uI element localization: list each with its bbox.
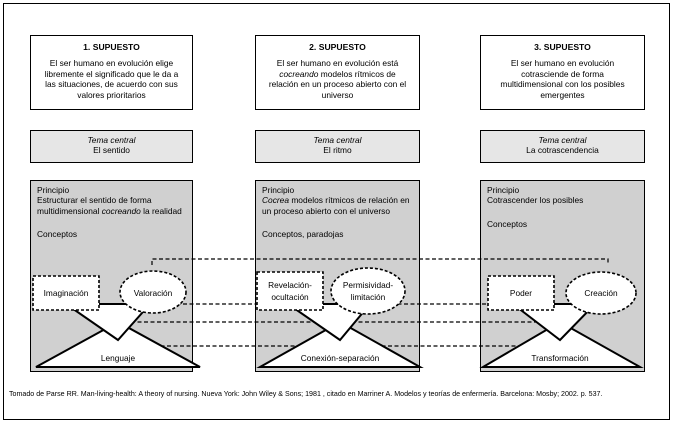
tema-2-box: Tema central El ritmo	[255, 130, 420, 163]
concept-2-left-1: Revelación-	[268, 280, 312, 290]
triangle-up-3	[479, 320, 644, 368]
concept-3-left: Poder	[510, 288, 532, 298]
concept-group-2: Revelación- ocultación Permisividad- lim…	[256, 267, 424, 368]
supuesto-3-title: 3. SUPUESTO	[534, 42, 591, 52]
concept-box-3	[487, 275, 555, 311]
supuesto-2-text: El ser humano en evolución está cocreand…	[268, 58, 407, 100]
base-3: Transformación	[531, 353, 589, 363]
principio-1-text: Estructurar el sentido de forma multidim…	[37, 195, 182, 216]
source-credit: Tomado de Parse RR. Man-living-health: A…	[9, 390, 603, 398]
concept-ellipse-1	[119, 270, 187, 314]
concept-box-2	[256, 271, 324, 311]
tema-1-value: El sentido	[93, 145, 130, 156]
concept-3-right: Creación	[584, 288, 618, 298]
concept-group-3: Poder Creación Transformación	[479, 271, 644, 368]
conceptos-2-label: Conceptos, paradojas	[262, 229, 344, 240]
triangle-down-1	[62, 303, 153, 342]
base-1: Lenguaje	[101, 353, 136, 363]
principio-2-label: Principio	[262, 185, 295, 195]
concept-2-right-1: Permisividad-	[343, 280, 393, 290]
concept-group-1: Imaginación Valoración Lenguaje	[32, 270, 201, 368]
supuesto-2-box: 2. SUPUESTO El ser humano en evolución e…	[255, 35, 420, 110]
concept-1-left: Imaginación	[44, 288, 89, 298]
supuesto-1-box: 1. SUPUESTO El ser humano en evolución e…	[30, 35, 193, 110]
concept-1-right: Valoración	[134, 288, 173, 298]
tema-1-label: Tema central	[87, 135, 136, 145]
tema-3-box: Tema central La cotrascendencia	[480, 130, 645, 163]
principio-1-label: Principio	[37, 185, 70, 195]
concept-ellipse-3	[565, 271, 637, 315]
supuesto-3-text: El ser humano en evolución cotrasciende …	[500, 58, 625, 100]
principio-3-text: Cotrascender los posibles	[487, 195, 584, 206]
base-2: Conexión-separación	[301, 353, 380, 363]
concept-box-1	[32, 275, 100, 311]
triangle-up-1	[35, 320, 201, 368]
supuesto-1-title: 1. SUPUESTO	[83, 42, 140, 52]
tema-2-value: El ritmo	[323, 145, 352, 156]
concept-ellipse-2	[330, 267, 406, 315]
triangle-down-2	[284, 303, 373, 342]
tema-1-box: Tema central El sentido	[30, 130, 193, 163]
concept-2-right-2: limitación	[351, 292, 386, 302]
tema-2-label: Tema central	[313, 135, 362, 145]
principio-2-text: Cocrea modelos rítmicos de relación en u…	[262, 195, 410, 216]
tema-3-value: La cotrascendencia	[526, 145, 599, 156]
conceptos-3-label: Conceptos	[487, 218, 528, 229]
conceptos-1-label: Conceptos	[37, 229, 78, 240]
tema-3-label: Tema central	[538, 135, 587, 145]
connector-top	[151, 258, 609, 265]
supuesto-1-text: El ser humano en evolución elige libreme…	[44, 58, 179, 100]
concept-2-left-2: ocultación	[271, 292, 309, 302]
principio-3-label: Principio	[487, 185, 520, 195]
triangle-up-2	[256, 320, 424, 368]
supuesto-2-title: 2. SUPUESTO	[309, 42, 366, 52]
supuesto-3-box: 3. SUPUESTO El ser humano en evolución c…	[480, 35, 645, 110]
